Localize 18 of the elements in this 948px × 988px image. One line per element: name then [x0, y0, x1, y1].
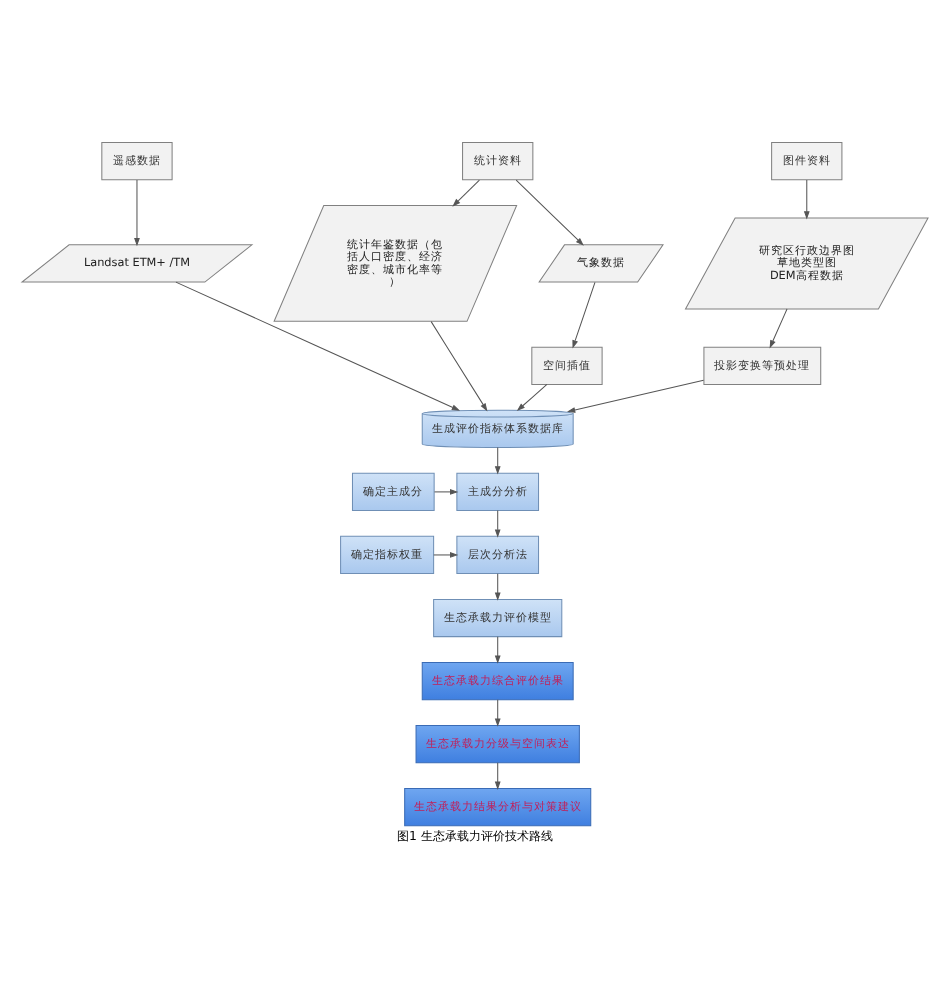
- arrow: [432, 551, 458, 557]
- arrow: [768, 307, 787, 348]
- arrow: [493, 509, 500, 537]
- arrow: [565, 378, 704, 412]
- arrow: [802, 178, 809, 219]
- arrow: [174, 280, 460, 410]
- arrow: [493, 761, 500, 789]
- arrow: [571, 280, 595, 348]
- arrow: [514, 178, 583, 245]
- arrow: [493, 572, 500, 600]
- arrow: [493, 635, 500, 663]
- arrow: [493, 698, 500, 726]
- arrow: [515, 382, 547, 411]
- arrow: [493, 446, 500, 474]
- arrow: [133, 178, 139, 246]
- arrow: [429, 320, 487, 411]
- arrow: [433, 488, 458, 494]
- arrow: [451, 178, 479, 206]
